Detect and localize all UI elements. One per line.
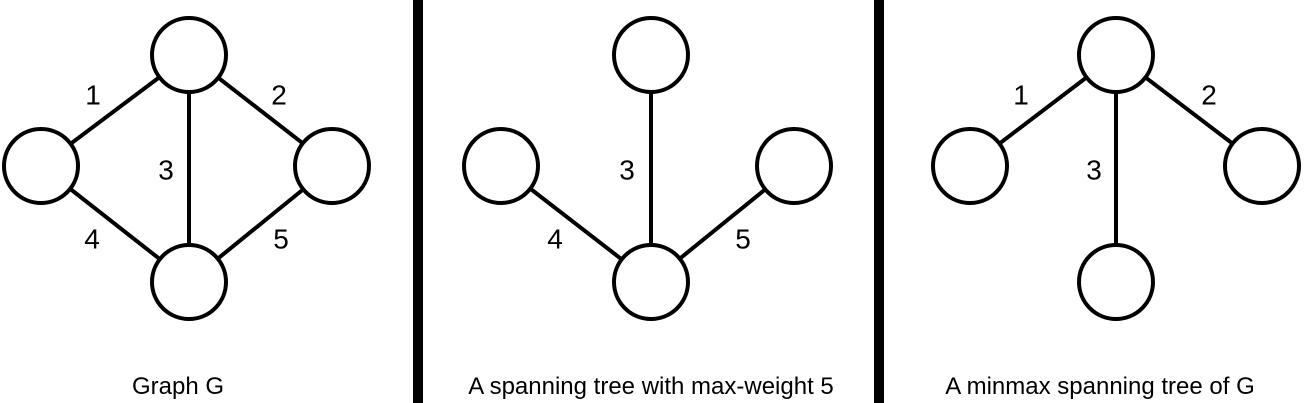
edge-weight-label: 1 <box>85 79 101 110</box>
edge-weight-label: 2 <box>271 79 287 110</box>
node-bottom <box>1077 243 1155 321</box>
edge-weight-label: 5 <box>273 223 289 254</box>
node-left <box>931 127 1009 205</box>
edge-weight-label: 4 <box>84 223 100 254</box>
edge-weight-label: 1 <box>1013 79 1029 110</box>
edge-weight-label: 3 <box>619 154 635 185</box>
edge-weight-label: 2 <box>1201 79 1217 110</box>
node-left <box>2 127 80 205</box>
caption-minmax-spanning-tree: A minmax spanning tree of G <box>945 373 1255 400</box>
edge-weight-label: 3 <box>1086 154 1102 185</box>
node-right <box>293 127 371 205</box>
node-bottom <box>150 243 228 321</box>
panel-minmax-spanning-tree: 1 2 3 A minmax spanning tree of G <box>931 16 1301 400</box>
panel-divider-left <box>413 0 423 403</box>
node-right <box>755 127 833 205</box>
node-right <box>1223 127 1301 205</box>
node-bottom <box>612 243 690 321</box>
edge-weight-label: 4 <box>547 223 563 254</box>
node-top <box>612 16 690 94</box>
node-top <box>150 16 228 94</box>
edge-weight-label: 5 <box>735 223 751 254</box>
node-top <box>1077 16 1155 94</box>
edge-weight-label: 3 <box>158 154 174 185</box>
panel-graph-g: 1 2 3 4 5 Graph G <box>2 16 371 400</box>
panel-divider-right <box>874 0 884 403</box>
caption-graph-g: Graph G <box>132 373 224 400</box>
panel-spanning-tree-max-5: 3 4 5 A spanning tree with max-weight 5 <box>462 16 834 400</box>
caption-spanning-tree-max-5: A spanning tree with max-weight 5 <box>468 373 834 400</box>
node-left <box>462 127 540 205</box>
